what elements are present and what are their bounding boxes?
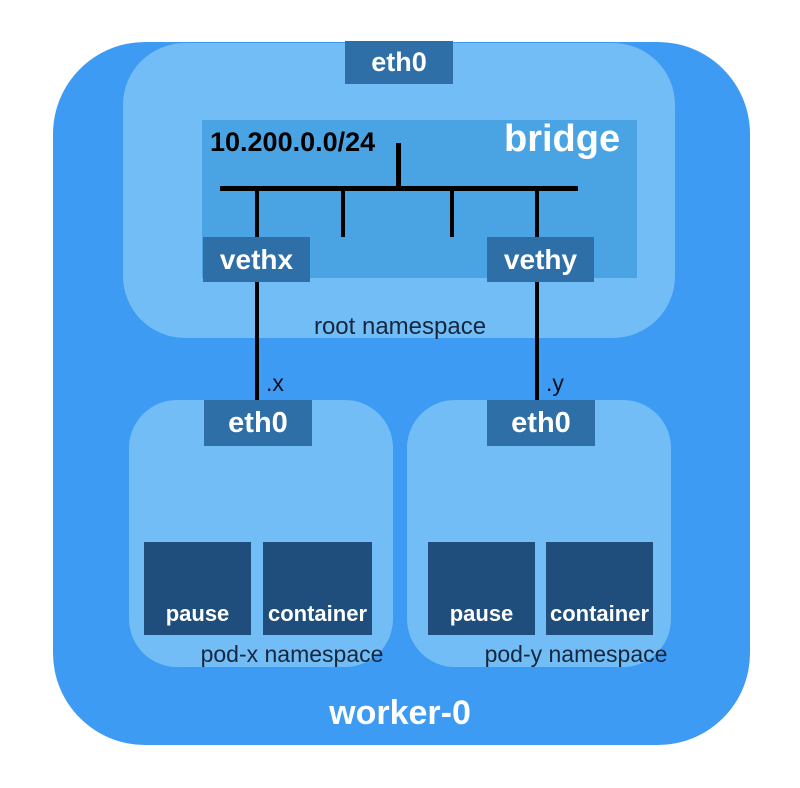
pod-y-pause-container-box: pause <box>428 542 535 635</box>
vethx-label: vethx <box>219 243 294 275</box>
pod-y-container-label: container <box>549 601 650 626</box>
vethx-box: vethx <box>203 237 310 282</box>
pod-x-pause-label: pause <box>165 601 230 626</box>
root-namespace-label: root namespace <box>313 313 487 340</box>
bridge-port-tick-vethx <box>255 187 259 237</box>
vethy-box: vethy <box>487 237 594 282</box>
pod-x-eth0-label: eth0 <box>228 406 288 439</box>
bridge-port-tick-3 <box>450 187 454 237</box>
pod-y-namespace-label: pod-y namespace <box>484 641 668 667</box>
bridge-bus-line <box>220 186 578 191</box>
pod-x-pause-container-box: pause <box>144 542 251 635</box>
pod-x-container-label: container <box>267 601 368 626</box>
bridge-uplink-line <box>396 143 401 189</box>
bridge-label: bridge <box>504 118 621 160</box>
bridge-port-tick-vethy <box>535 187 539 237</box>
vethx-to-pod-x-line <box>255 280 259 402</box>
vethy-to-pod-y-line <box>535 280 539 402</box>
pod-y-eth0-label: eth0 <box>511 406 571 439</box>
pod-x-eth0-box: eth0 <box>204 400 312 446</box>
pod-y-eth0-box: eth0 <box>487 400 595 446</box>
bridge-cidr-label: 10.200.0.0/24 <box>210 127 376 157</box>
worker-node-label: worker-0 <box>329 694 471 732</box>
link-y-suffix-label: .y <box>546 370 564 396</box>
vethy-label: vethy <box>503 243 578 275</box>
pod-y-pause-label: pause <box>449 601 514 626</box>
link-x-suffix-label: .x <box>266 370 284 396</box>
node-eth0-box: eth0 <box>345 41 453 84</box>
node-eth0-label: eth0 <box>371 47 427 77</box>
pod-x-app-container-box: container <box>263 542 372 635</box>
pod-x-namespace-label: pod-x namespace <box>200 641 384 667</box>
bridge-port-tick-2 <box>341 187 345 237</box>
pod-y-app-container-box: container <box>546 542 653 635</box>
